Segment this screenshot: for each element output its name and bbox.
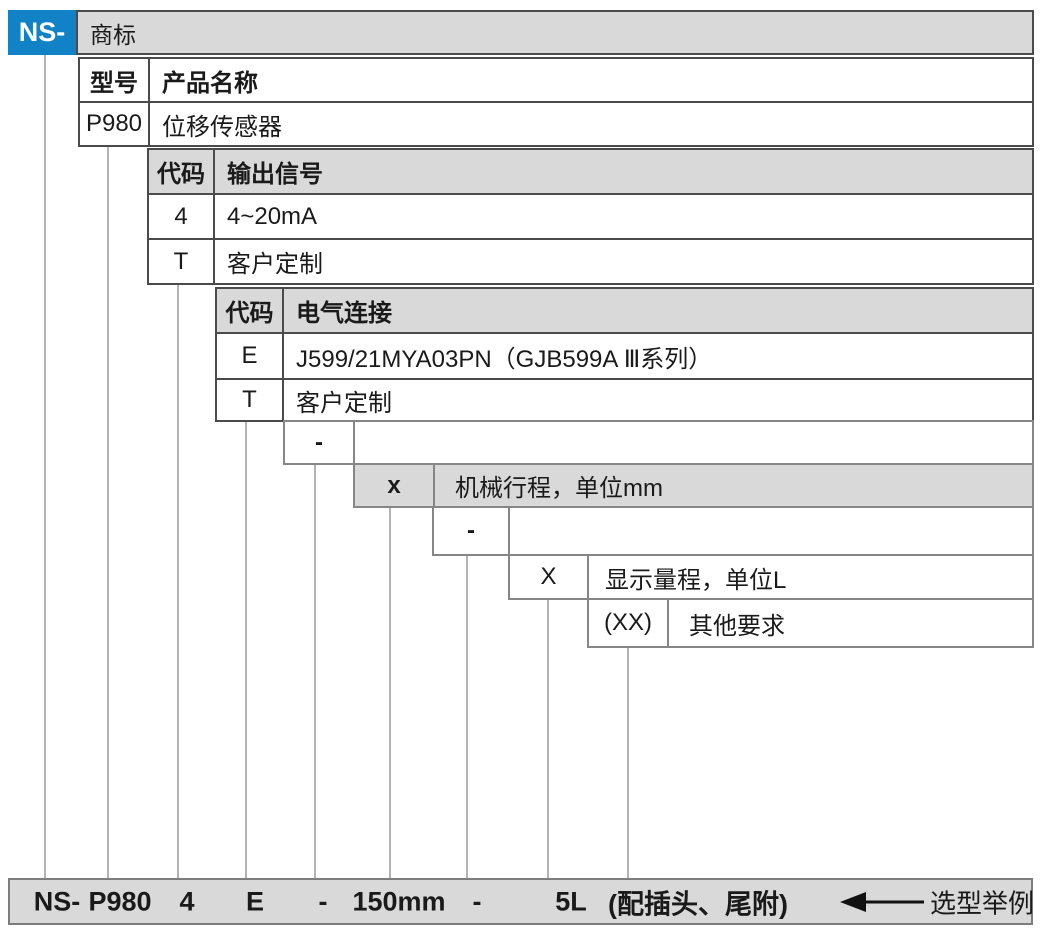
output-signal-header-code: 代码 (149, 150, 215, 193)
model-table-header-desc: 产品名称 (162, 69, 258, 97)
stroke-desc-cell: 机械行程，单位mm (435, 465, 1032, 506)
example-item-model: P980 (88, 886, 152, 916)
output-signal-code-cell: 4 (149, 195, 215, 238)
electrical-row: T 客户定制 (217, 378, 1032, 420)
example-item-other: (配插头、尾附) (608, 889, 788, 919)
output-signal-code-cell: T (149, 240, 215, 283)
display-range-code-cell: X (510, 556, 589, 598)
connector-line-dash2 (466, 548, 468, 880)
example-item-elec: E (245, 886, 265, 916)
dash-cell-1: - (285, 422, 355, 463)
connector-line-model (107, 140, 109, 880)
model-table-row: P980 位移传感器 (80, 101, 1032, 145)
output-signal-desc-cell: 4~20mA (227, 202, 318, 230)
trademark-label: 商标 (90, 21, 136, 48)
connector-line-range (547, 592, 549, 880)
model-table: 型号 产品名称 P980 位移传感器 (78, 57, 1034, 147)
output-signal-row: T 客户定制 (149, 238, 1032, 283)
example-item-brand: NS- (33, 886, 81, 916)
connector-line-brand (44, 30, 46, 880)
dash-row-2-spacer (510, 508, 1032, 554)
example-item-stroke: 150mm (352, 886, 446, 916)
example-item-dash1: - (318, 886, 328, 916)
brand-prefix-label: NS- (18, 17, 66, 47)
output-signal-table: 代码 输出信号 4 4~20mA T 客户定制 (147, 148, 1034, 285)
dash-cell-2: - (434, 508, 510, 554)
example-item-output: 4 (179, 886, 195, 916)
output-signal-row: 4 4~20mA (149, 193, 1032, 238)
example-caption: 选型举例 (930, 888, 1035, 918)
display-range-row: X 显示量程，单位L (508, 554, 1034, 600)
example-item-dash2: - (472, 886, 482, 916)
stroke-row: x 机械行程，单位mm (353, 463, 1034, 508)
trademark-row: 商标 (76, 10, 1034, 55)
output-signal-desc-cell: 客户定制 (227, 251, 323, 278)
connector-line-dash1 (314, 458, 316, 880)
electrical-header-desc: 电气连接 (296, 300, 392, 327)
electrical-table: 代码 电气连接 E J599/21MYA03PN（GJB599A Ⅲ系列） T … (215, 287, 1034, 422)
other-req-desc-cell: 其他要求 (689, 612, 785, 640)
model-table-header-code: 型号 (80, 59, 150, 101)
dash-separator-row-2: - (432, 506, 1034, 556)
model-code-cell: P980 (80, 103, 150, 145)
electrical-desc-cell: 客户定制 (296, 389, 392, 417)
connector-line-electrical (245, 415, 247, 880)
electrical-code-cell: E (217, 334, 284, 378)
display-range-desc-cell: 显示量程，单位L (605, 566, 787, 594)
model-desc-cell: 位移传感器 (162, 113, 282, 141)
brand-prefix-box: NS- (8, 10, 76, 55)
electrical-header-code: 代码 (217, 289, 284, 332)
output-signal-header-desc: 输出信号 (227, 161, 323, 188)
other-req-code-cell: (XX) (589, 600, 669, 646)
dash-row-1-spacer (355, 422, 1032, 463)
electrical-desc-cell: J599/21MYA03PN（GJB599A Ⅲ系列） (296, 345, 713, 373)
connector-line-other (627, 640, 629, 880)
dash-separator-row-1: - (283, 420, 1034, 465)
connector-line-stroke (389, 500, 391, 880)
model-table-header-row: 型号 产品名称 (80, 59, 1032, 101)
electrical-row: E J599/21MYA03PN（GJB599A Ⅲ系列） (217, 332, 1032, 378)
arrow-line (864, 900, 924, 903)
electrical-code-cell: T (217, 380, 284, 420)
example-row: NS- P980 4 E - 150mm - 5L (配插头、尾附) 选型举例 (8, 878, 1035, 925)
connector-line-output (177, 280, 179, 880)
output-signal-header-row: 代码 输出信号 (149, 150, 1032, 193)
left-arrow-icon (840, 891, 866, 912)
other-req-row: (XX) 其他要求 (587, 598, 1034, 648)
stroke-code-cell: x (355, 465, 435, 506)
electrical-header-row: 代码 电气连接 (217, 289, 1032, 332)
example-item-range: 5L (555, 886, 587, 916)
